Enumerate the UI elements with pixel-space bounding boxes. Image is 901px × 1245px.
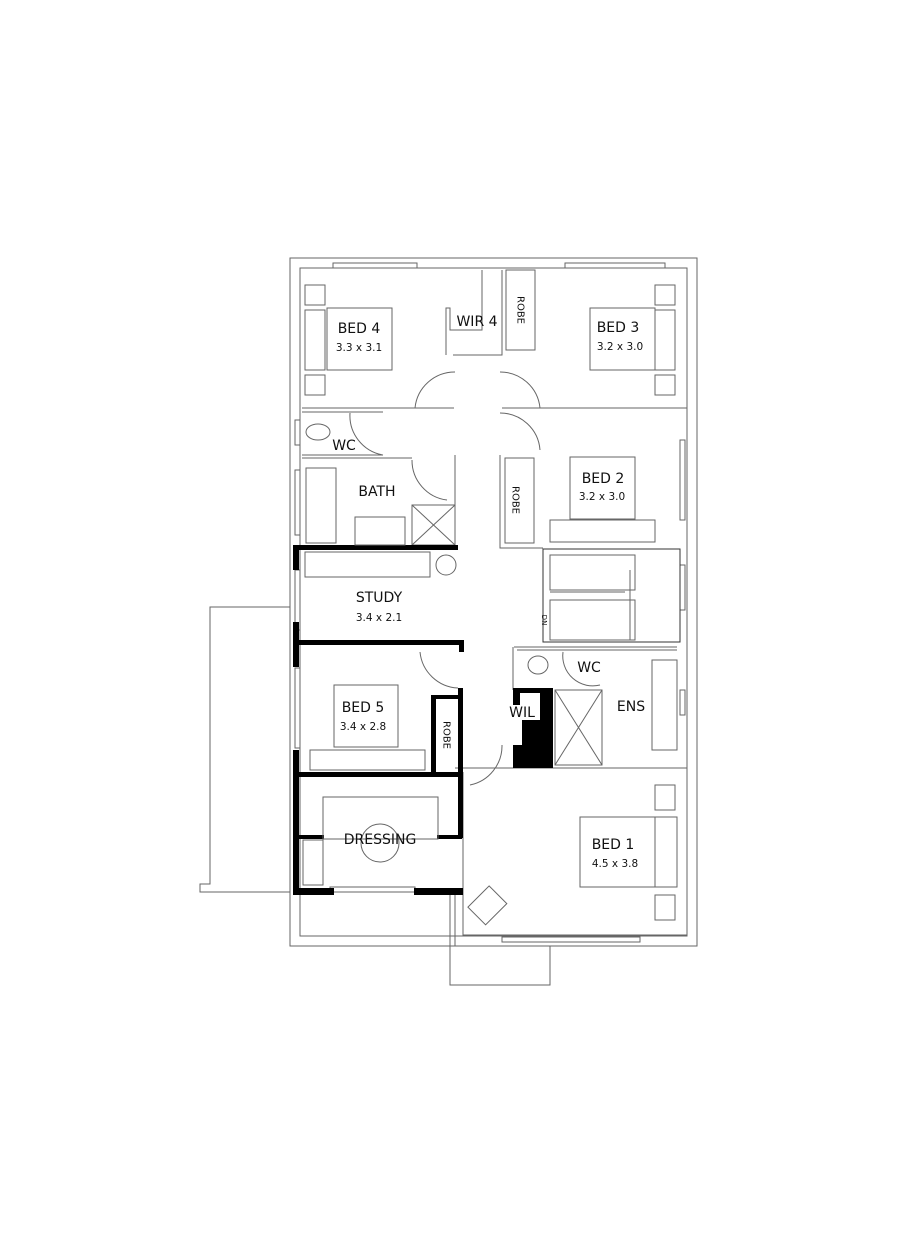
- room-label-robe-bed2: ROBE: [509, 486, 521, 514]
- room-label-robe-bed5: ROBE: [440, 721, 452, 749]
- doors: [349, 371, 601, 786]
- furniture: [302, 284, 678, 926]
- room-label-bath: BATH: [358, 484, 396, 500]
- room-label-ens-wc: WC: [577, 660, 601, 676]
- room-size-bed-3: 3.2 x 3.0: [596, 341, 644, 353]
- exterior-walls: [199, 257, 698, 986]
- room-label-dressing: DRESSING: [343, 832, 417, 848]
- room-label-wil: WIL: [509, 705, 535, 721]
- room-size-bed-5: 3.4 x 2.8: [339, 721, 387, 733]
- room-label-bed-1: BED 1: [591, 837, 635, 853]
- room-size-bed-4: 3.3 x 3.1: [335, 342, 383, 354]
- room-label-bed-3: BED 3: [596, 320, 640, 336]
- room-label-wir-4: WIR 4: [456, 314, 498, 330]
- room-label-bed-2: BED 2: [581, 471, 625, 487]
- stair-direction-label: DN: [540, 614, 548, 626]
- room-label-bed-5: BED 5: [341, 700, 385, 716]
- room-size-bed-2: 3.2 x 3.0: [578, 491, 626, 503]
- interior-walls: [302, 269, 687, 936]
- room-label-wc: WC: [332, 438, 356, 454]
- room-size-study: 3.4 x 2.1: [355, 612, 403, 624]
- structural-walls: [293, 545, 553, 895]
- room-label-bed-4: BED 4: [337, 321, 381, 337]
- windows: [294, 262, 686, 943]
- room-label-study: STUDY: [355, 590, 403, 606]
- room-size-bed-1: 4.5 x 3.8: [591, 858, 639, 870]
- room-label-ens: ENS: [616, 699, 646, 715]
- room-label-robe-bed3: ROBE: [514, 296, 526, 324]
- staircase: [542, 548, 681, 643]
